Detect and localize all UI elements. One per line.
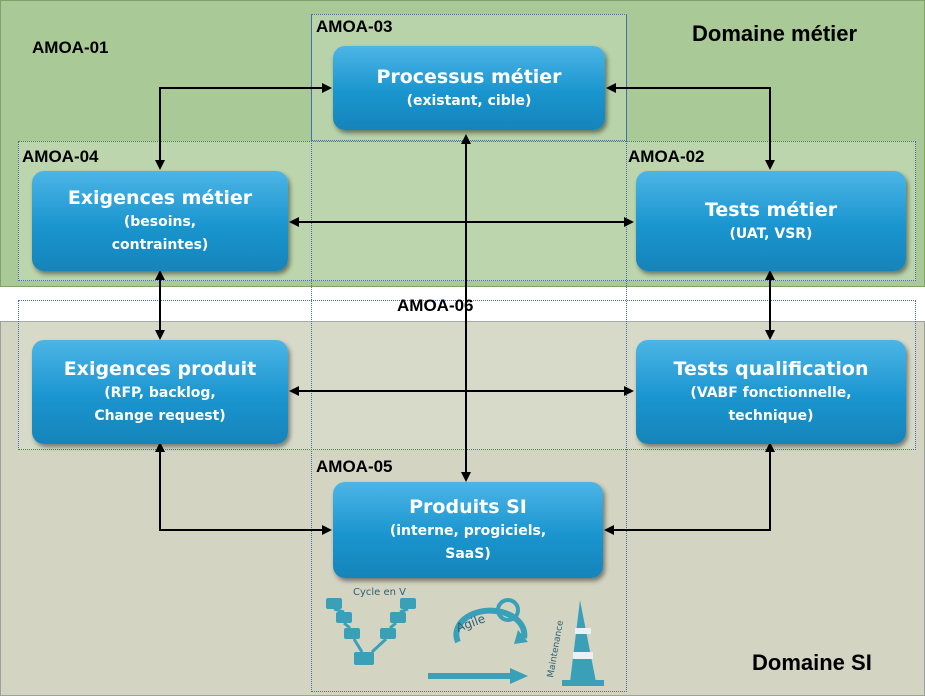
cycle-en-v-label: Cycle en V bbox=[353, 587, 406, 598]
maintenance-cone-icon: Maintenance bbox=[546, 600, 604, 686]
box-exigences-metier: Exigences métier (besoins, contraintes) bbox=[32, 171, 288, 271]
box-produits-sub1: (interne, progiciels, bbox=[389, 523, 547, 539]
box-tests-metier-sub: (UAT, VSR) bbox=[729, 225, 813, 242]
box-exigences-metier-sub2: contraintes) bbox=[111, 237, 209, 253]
agile-label: Agile bbox=[454, 611, 487, 634]
arrow-processus-tests-metier bbox=[606, 83, 775, 170]
box-processus-sub: (existant, cible) bbox=[406, 92, 532, 109]
agile-icon: Agile bbox=[428, 598, 528, 684]
box-exigences-produit-sub2: Change request) bbox=[94, 408, 226, 424]
domaine-metier-label: Domaine métier bbox=[692, 21, 858, 46]
box-tests-metier: Tests métier (UAT, VSR) bbox=[636, 171, 906, 271]
zone-amoa-05 bbox=[311, 14, 627, 692]
amoa-03-label: AMOA-03 bbox=[316, 17, 393, 36]
amoa-06-label: AMOA-06 bbox=[397, 296, 474, 315]
box-exigences-produit-title: Exigences produit bbox=[63, 358, 257, 380]
box-exigences-produit: Exigences produit (RFP, backlog, Change … bbox=[32, 340, 288, 444]
arrow-processus-exigences-metier bbox=[155, 83, 332, 170]
box-tests-qualif-sub2: technique) bbox=[728, 408, 814, 424]
cycle-icons: Cycle en V Agile Maintenance bbox=[326, 587, 604, 686]
box-tests-qualif-title: Tests qualification bbox=[673, 358, 869, 380]
box-produits-si: Produits SI (interne, progiciels, SaaS) bbox=[333, 482, 603, 578]
box-exigences-produit-sub1: (RFP, backlog, bbox=[104, 385, 216, 401]
box-processus-metier: Processus métier (existant, cible) bbox=[333, 46, 605, 130]
cycle-en-v-icon: Cycle en V bbox=[326, 587, 416, 665]
box-tests-qualification: Tests qualification (VABF fonctionnelle,… bbox=[636, 340, 906, 444]
box-tests-metier-title: Tests métier bbox=[704, 198, 838, 221]
amoa-05-label: AMOA-05 bbox=[316, 457, 393, 476]
amoa-01-label: AMOA-01 bbox=[32, 38, 109, 57]
domaine-si-label: Domaine SI bbox=[752, 650, 872, 675]
arrow-exigences-produit-produits bbox=[155, 442, 332, 535]
arrow-tests-qualif-produits bbox=[604, 442, 775, 535]
maintenance-label: Maintenance bbox=[546, 619, 566, 678]
box-produits-sub2: SaaS) bbox=[445, 546, 491, 562]
box-produits-title: Produits SI bbox=[409, 496, 527, 518]
box-processus-title: Processus métier bbox=[376, 65, 562, 88]
amoa-04-label: AMOA-04 bbox=[22, 147, 99, 166]
box-exigences-metier-title: Exigences métier bbox=[67, 187, 253, 209]
box-exigences-metier-sub1: (besoins, bbox=[123, 214, 197, 230]
box-tests-qualif-sub1: (VABF fonctionnelle, bbox=[690, 385, 852, 401]
